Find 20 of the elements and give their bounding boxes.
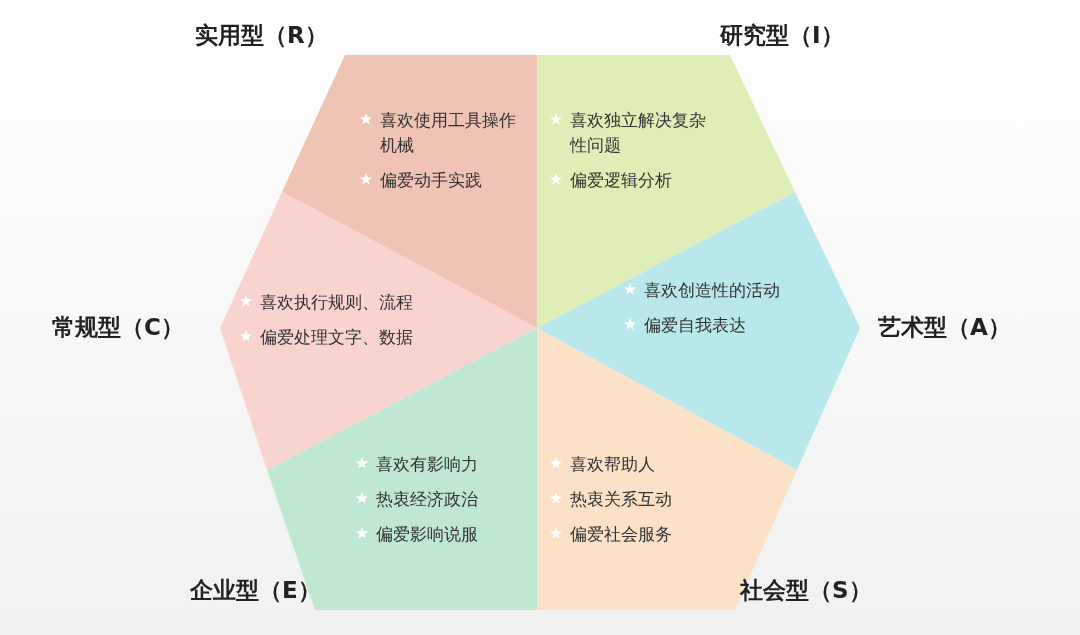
trait-text: 偏爱动手实践 bbox=[380, 169, 482, 192]
trait-text: 热衷关系互动 bbox=[570, 488, 672, 511]
type-heading: 实用型（R） bbox=[195, 21, 328, 50]
trait-text: 偏爱自我表达 bbox=[644, 314, 746, 337]
trait-text: 偏爱逻辑分析 bbox=[570, 169, 672, 192]
trait-text: 喜欢执行规则、流程 bbox=[260, 291, 413, 314]
trait-text: 偏爱影响说服 bbox=[376, 523, 478, 546]
type-heading: 常规型（C） bbox=[52, 313, 184, 342]
trait-text: 喜欢独立解决复杂性问题 bbox=[570, 109, 707, 157]
type-heading: 社会型（S） bbox=[740, 576, 872, 605]
type-heading: 研究型（I） bbox=[720, 21, 844, 50]
trait-text: 偏爱处理文字、数据 bbox=[260, 326, 413, 349]
type-heading: 企业型（E） bbox=[190, 576, 321, 605]
trait-text: 喜欢使用工具操作机械 bbox=[380, 109, 517, 157]
trait-text: 喜欢有影响力 bbox=[376, 453, 478, 476]
type-heading: 艺术型（A） bbox=[878, 313, 1011, 342]
trait-text: 喜欢创造性的活动 bbox=[644, 279, 780, 302]
trait-text: 偏爱社会服务 bbox=[570, 523, 672, 546]
trait-text: 喜欢帮助人 bbox=[570, 453, 655, 476]
trait-text: 热衷经济政治 bbox=[376, 488, 478, 511]
